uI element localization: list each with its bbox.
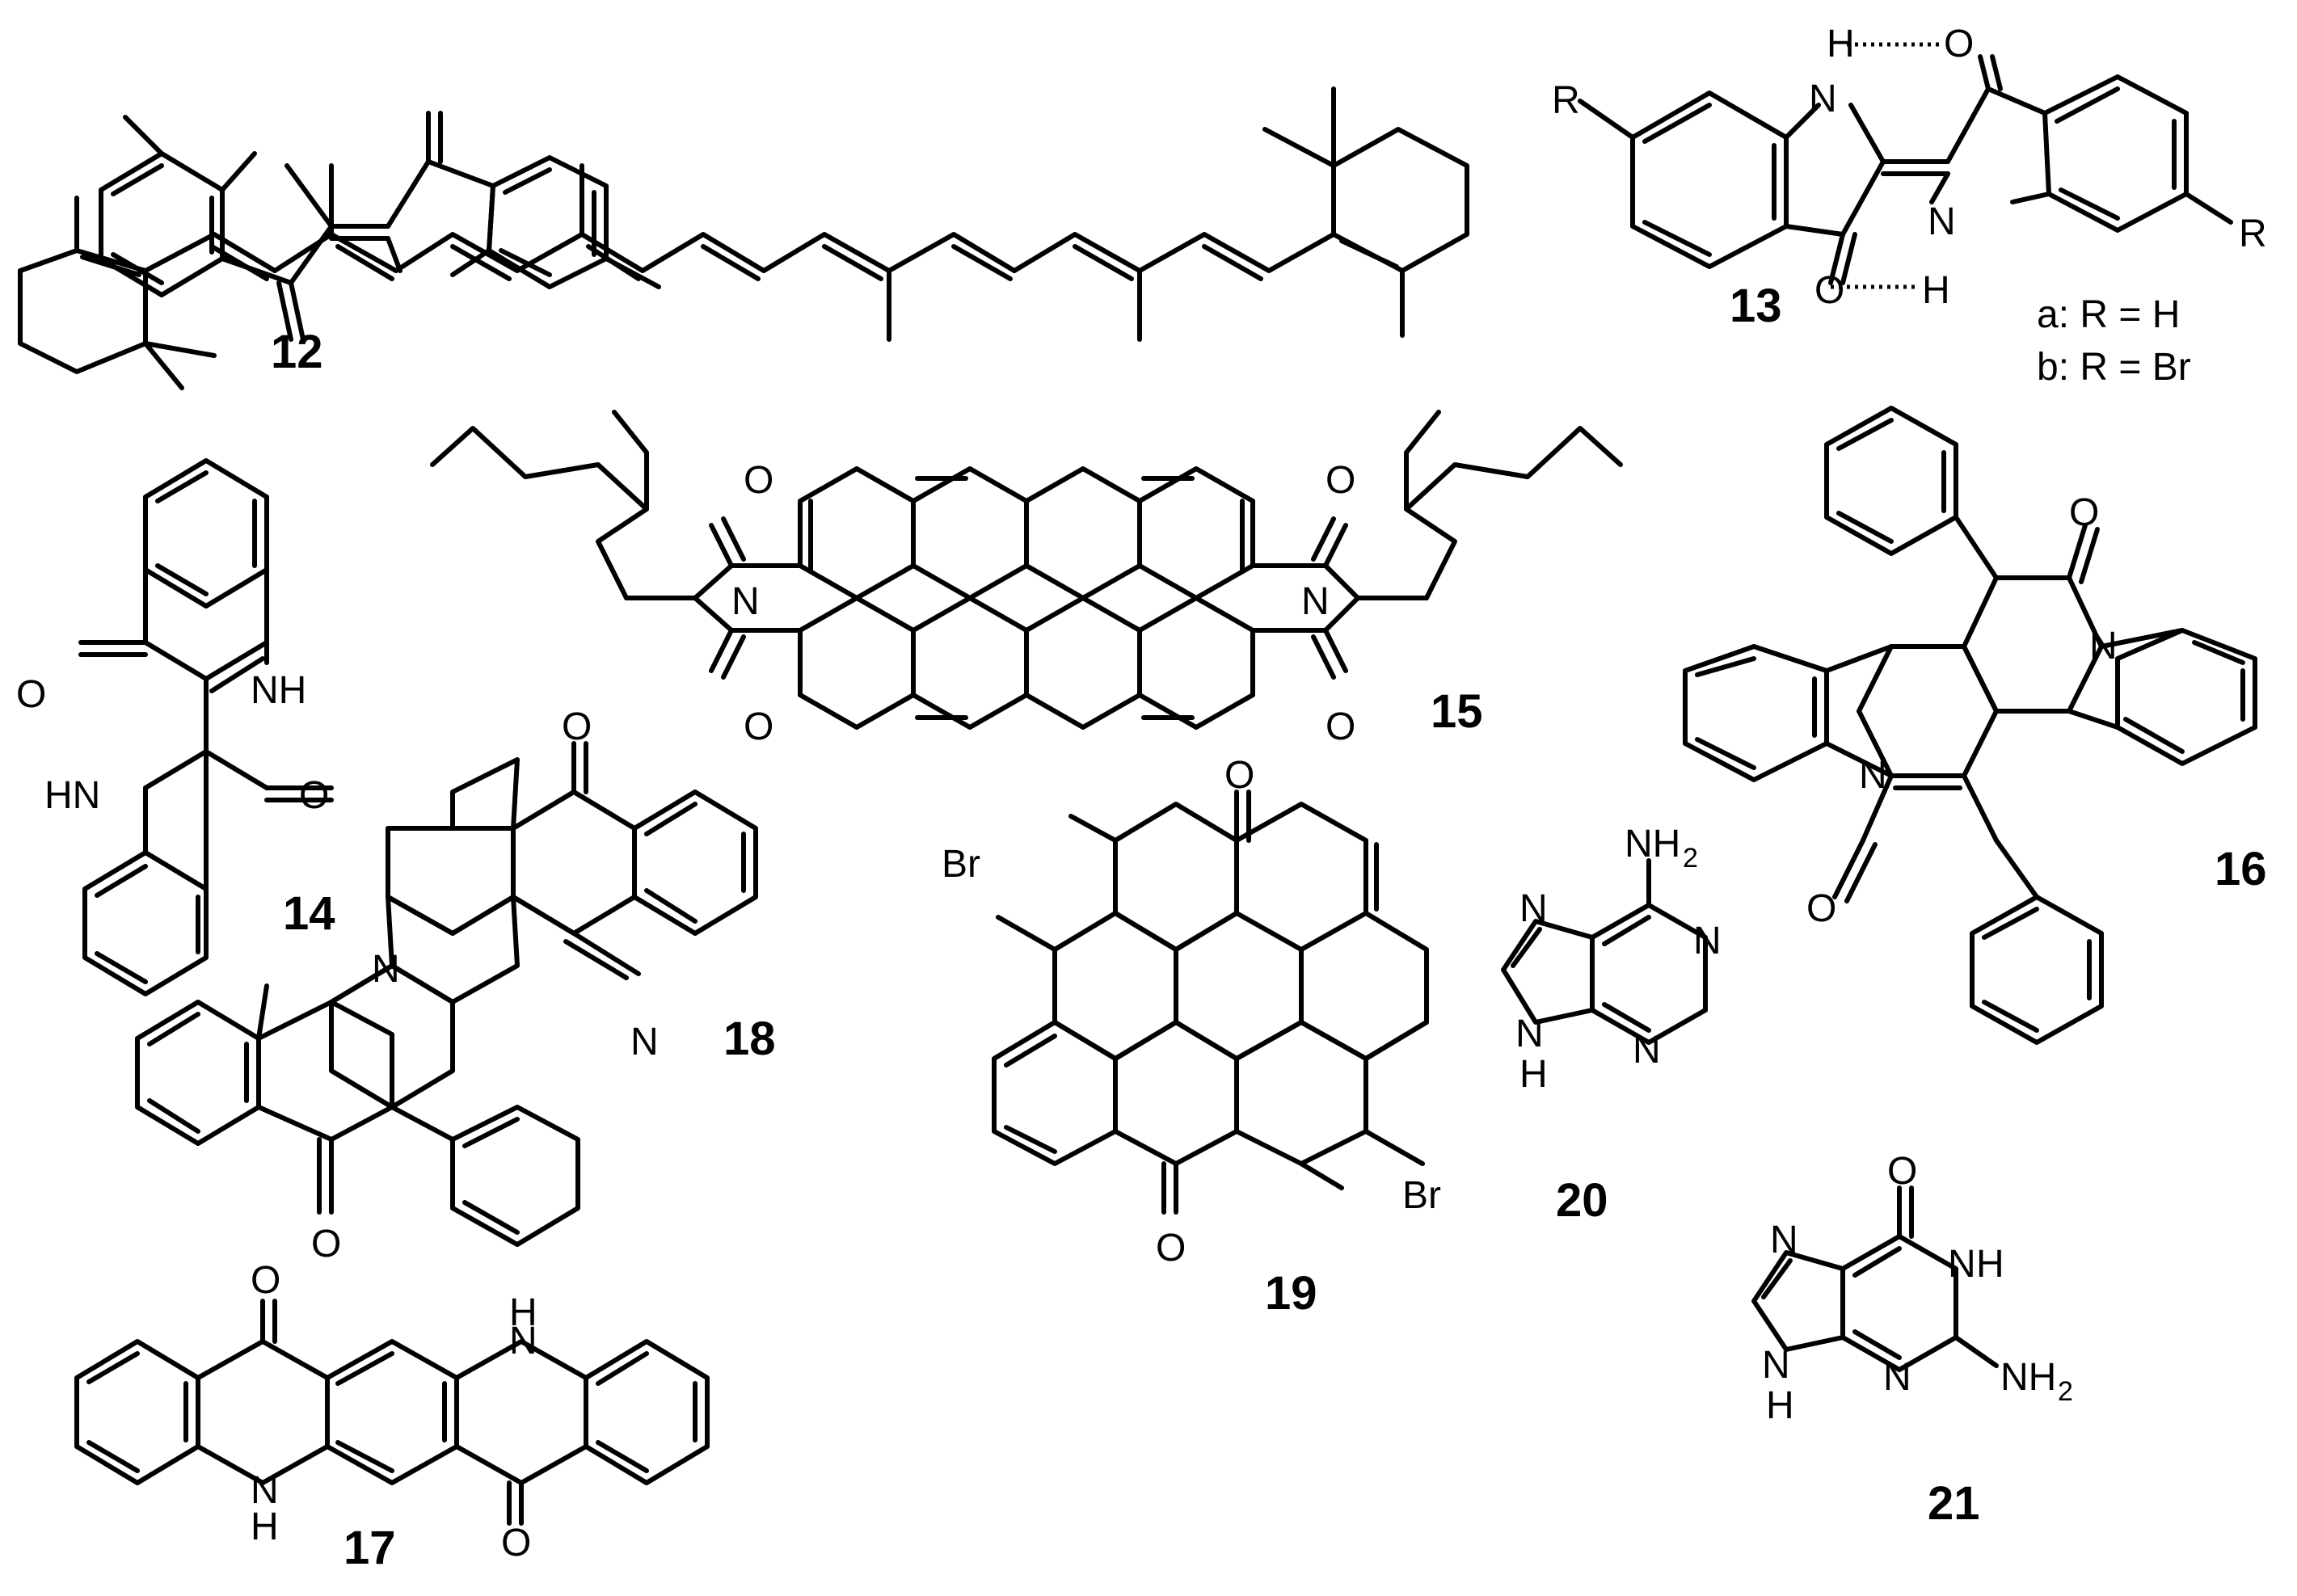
c15-o-tr: O (1326, 459, 1355, 502)
compound-14-structure (78, 458, 334, 996)
compound-21-structure (1751, 1185, 1999, 1372)
c13-h-top: H (1827, 23, 1855, 65)
c13-r-bottom: R (2239, 213, 2267, 255)
c17-o-bottom: O (501, 1522, 531, 1564)
c13-variant-a: a: R = H (2037, 293, 2180, 336)
c14-o-2: O (299, 774, 329, 817)
compound-17-structure (74, 1299, 710, 1526)
c16-n-left: N (1859, 754, 1887, 797)
c20-n3: N (1633, 1029, 1661, 1072)
c13-o-top: O (1944, 23, 1974, 65)
c19-o-bottom: O (1156, 1227, 1186, 1270)
compound-17-label: 17 (343, 1522, 396, 1574)
c20-nh2-sub: 2 (1683, 843, 1698, 874)
compound-20-structure (1501, 858, 1708, 1045)
c21-n3: N (1883, 1356, 1911, 1399)
compound-19-structure (992, 790, 1429, 1215)
c17-o-top: O (251, 1259, 280, 1302)
compound-15-structure (430, 410, 1623, 730)
c13-n-top: N (1809, 78, 1837, 120)
c19-br-bottom: Br (1402, 1174, 1441, 1217)
compound-16-structure (1683, 406, 2257, 1045)
c18-o-bottom: O (311, 1223, 341, 1265)
c14-hn: HN (44, 774, 100, 817)
compound-12-structure (18, 86, 1469, 390)
c21-nh2-sub: 2 (2058, 1376, 2073, 1407)
c13-o-bottom: O (1814, 269, 1844, 312)
compound-13-structure (99, 111, 661, 342)
c20-h9: H (1519, 1053, 1548, 1096)
compound-20-label: 20 (1556, 1174, 1608, 1227)
c13-h-bottom: H (1922, 269, 1950, 312)
compound-18-structure (135, 741, 758, 1247)
c21-n1: N (1948, 1243, 1976, 1286)
c15-o-tl: O (744, 459, 773, 502)
c20-n7: N (1519, 887, 1548, 930)
c20-n1: N (1693, 920, 1722, 962)
c17-n-bottom: N (251, 1469, 279, 1512)
compound-13-label: 13 (1730, 280, 1782, 332)
compound-19-label: 19 (1265, 1267, 1317, 1320)
c16-o-bottom: O (1806, 887, 1836, 930)
c20-nh2: NH (1625, 823, 1680, 865)
c21-o: O (1887, 1150, 1917, 1193)
c15-o-br: O (1326, 705, 1355, 748)
c21-h1: H (1976, 1243, 2004, 1286)
c13-variant-b: b: R = Br (2037, 346, 2191, 389)
c17-h-bottom: H (251, 1505, 279, 1548)
compound-16-label: 16 (2215, 843, 2267, 895)
c17-h-top: H (509, 1291, 537, 1334)
c15-o-bl: O (744, 705, 773, 748)
c18-o-top: O (562, 705, 592, 748)
compound-15-label: 15 (1431, 685, 1483, 738)
c19-br-top: Br (942, 843, 980, 886)
c14-nh: NH (251, 669, 306, 712)
compound-12-label: 12 (271, 326, 323, 378)
c21-n9: N (1762, 1344, 1790, 1387)
c17-n-top: N (509, 1320, 537, 1362)
c21-n7: N (1770, 1219, 1798, 1261)
c15-n-right: N (1301, 580, 1330, 623)
c15-n-left: N (731, 580, 760, 623)
c16-n-right: N (2089, 625, 2118, 667)
compound-18-label: 18 (723, 1013, 776, 1065)
c16-o-top: O (2069, 491, 2099, 534)
compound-14-label: 14 (283, 887, 335, 940)
c19-o-top: O (1224, 754, 1254, 797)
c13-r-top: R (1552, 79, 1580, 122)
compound-13-indigo (1578, 42, 2233, 289)
c14-o-1: O (16, 673, 46, 716)
c20-n9: N (1515, 1013, 1544, 1055)
c21-h9: H (1766, 1384, 1794, 1427)
compound-21-label: 21 (1928, 1477, 1980, 1530)
c21-nh2: NH (2000, 1356, 2056, 1399)
c18-n-right: N (630, 1021, 659, 1063)
c18-n-left: N (372, 948, 400, 991)
c13-n-bottom: N (1928, 200, 1956, 243)
